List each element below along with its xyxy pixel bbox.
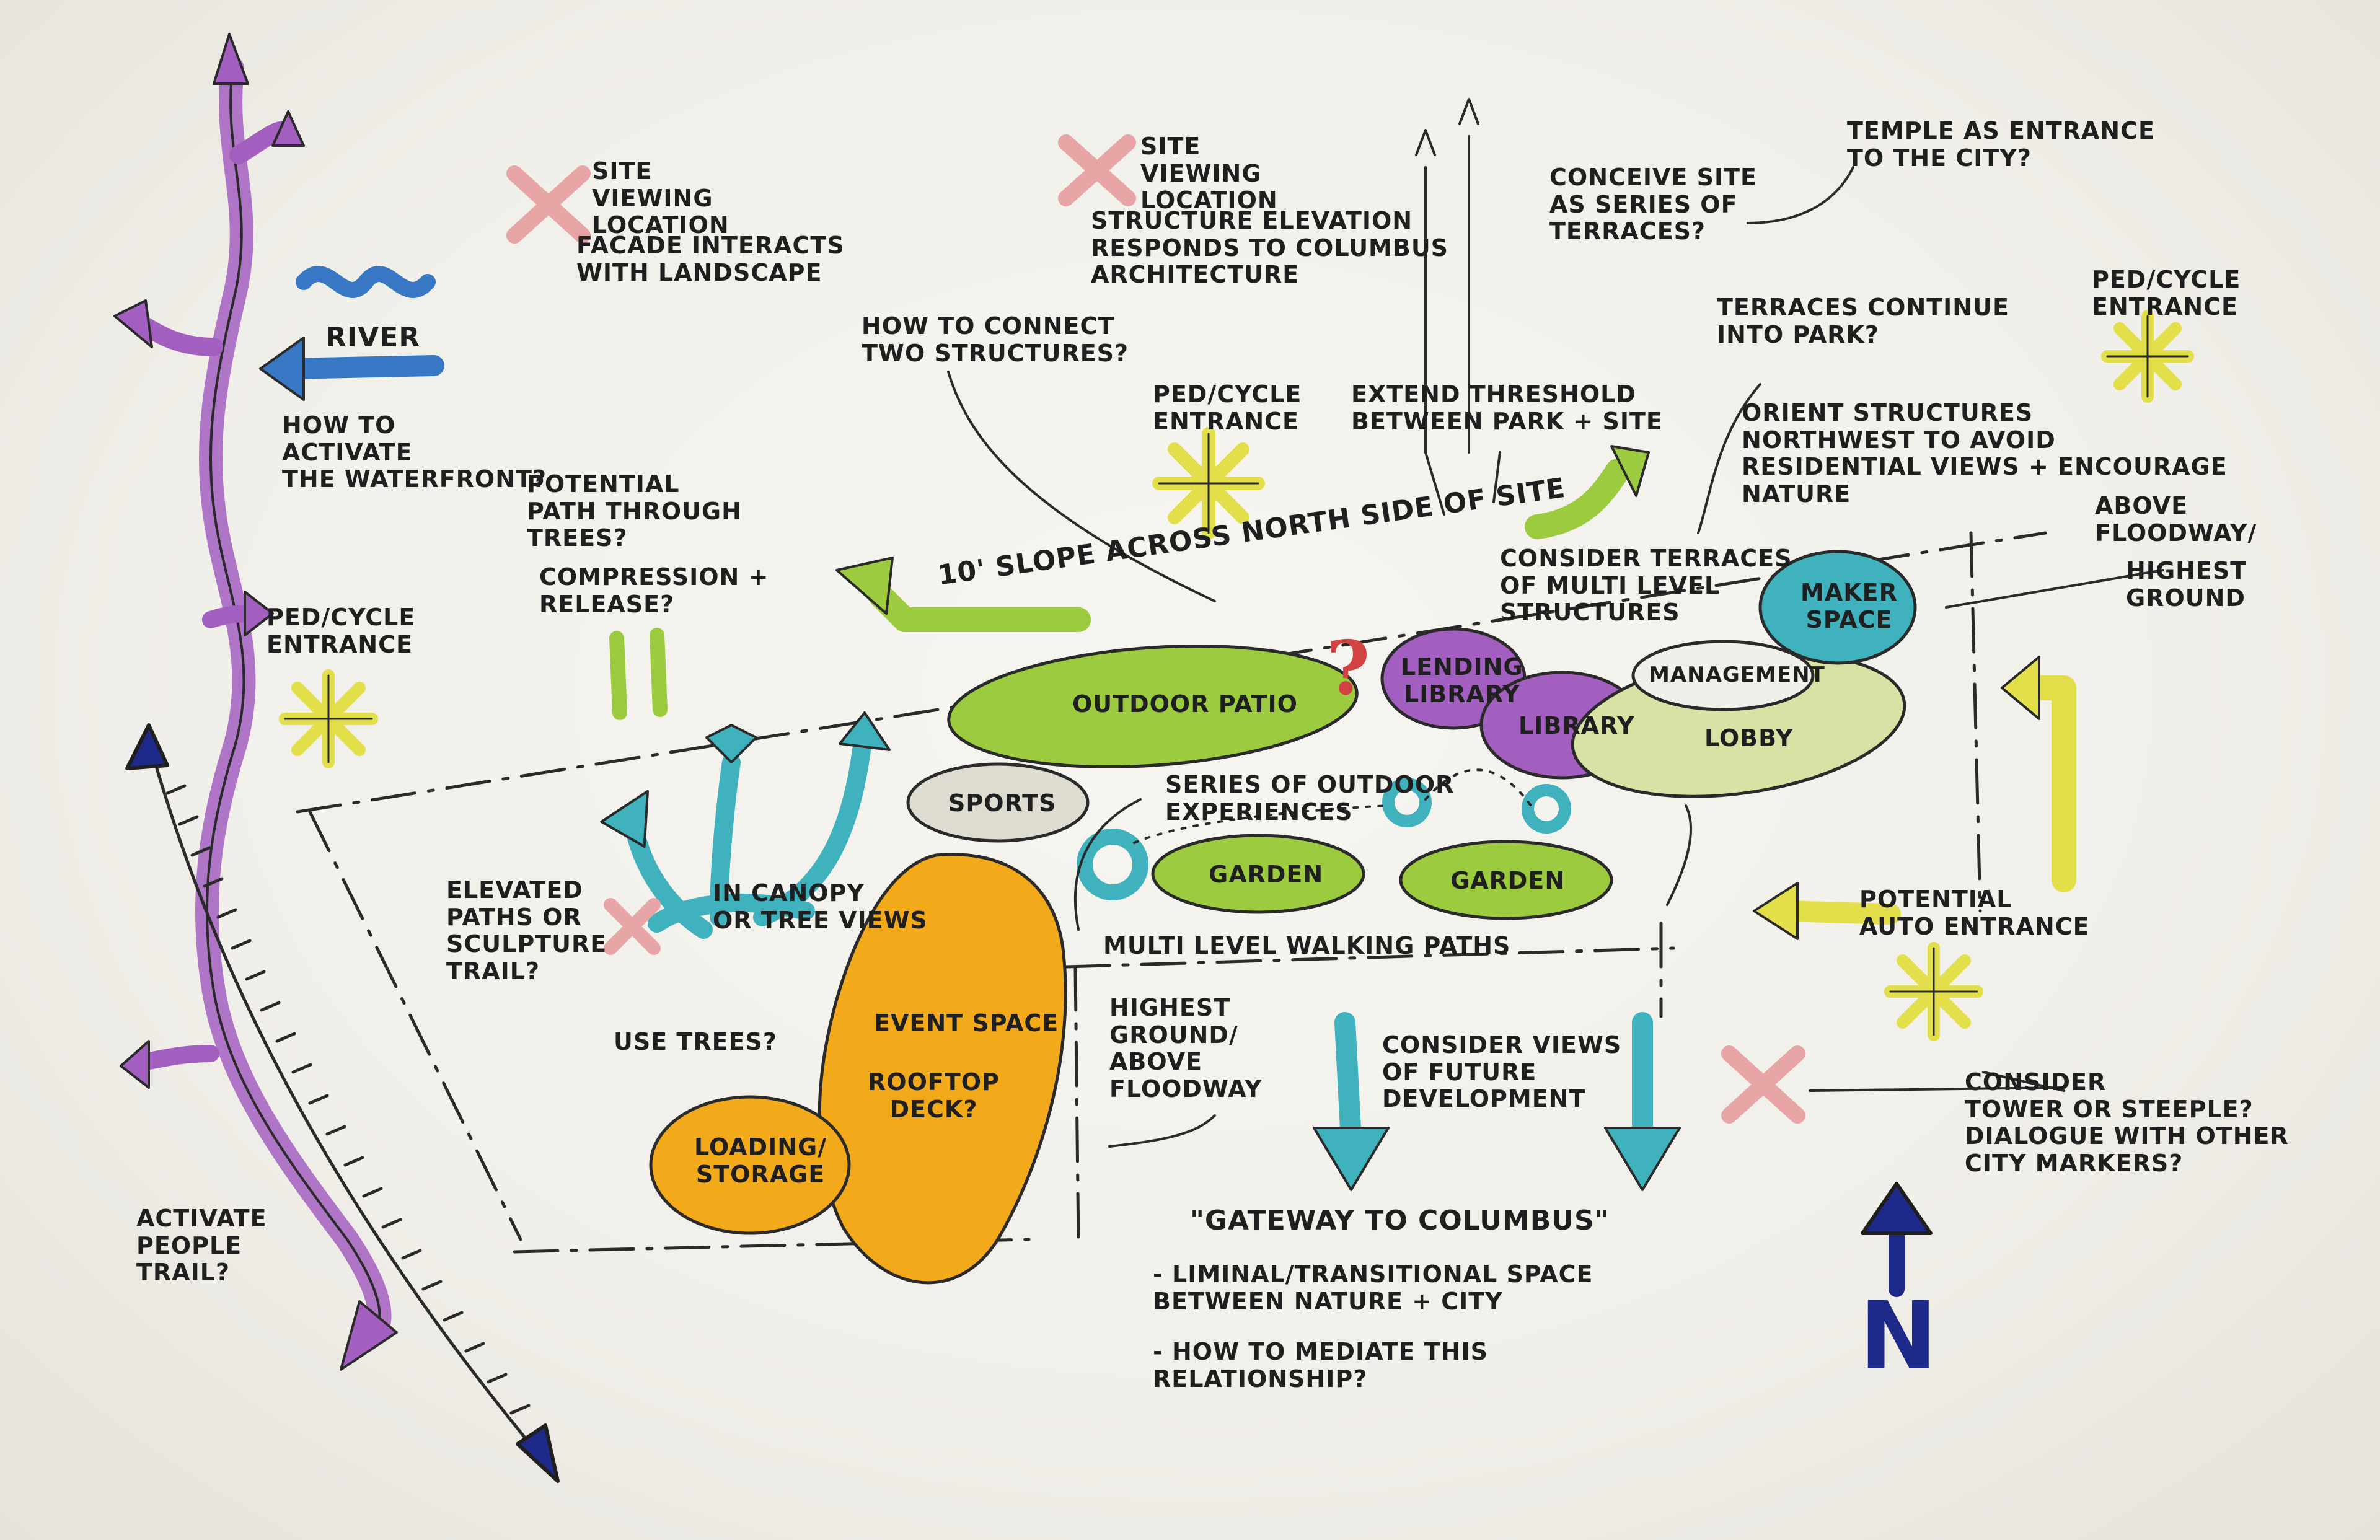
note-orient: Orient Structures Northwest to Avoid Res… [1742, 399, 2228, 508]
ped-star-top [1152, 427, 1265, 540]
zone-event-space [818, 853, 1067, 1285]
green-arrow-northeast [1525, 459, 1630, 539]
zone-maker-space [1758, 550, 1917, 665]
south-boundary [513, 946, 1675, 1254]
note-future-dev: Consider Views of Future Development [1382, 1031, 1622, 1113]
yellow-arrow-auto [1774, 900, 1901, 925]
zone-sports [906, 762, 1090, 843]
note-compression: Compression + Release? [539, 563, 769, 618]
zone-garden-right [1399, 840, 1613, 920]
ped-star-left [279, 669, 378, 768]
zone-loading-storage [649, 1095, 851, 1235]
zone-management-label: Management [1649, 662, 1825, 687]
north-boundary [296, 531, 2047, 814]
note-ped-cycle-top: Ped/Cycle Entrance [1153, 381, 1302, 435]
note-waterfront: How to Activate the Waterfront? [282, 411, 547, 493]
note-elevated-paths: Elevated Paths or Sculpture Trail? [446, 876, 607, 985]
zone-sports-label: Sports [948, 790, 1057, 817]
river-arrow [281, 355, 444, 379]
zone-rooftop-deck-label: Rooftop Deck? [868, 1068, 1000, 1123]
note-temple: Temple as Entrance to the City? [1847, 117, 2155, 172]
rail-arrow-top [125, 723, 169, 770]
view-mark-2 [1058, 134, 1136, 206]
note-site-viewing-1: Site Viewing Location [592, 157, 729, 239]
note-above-floodway-1: Above Floodway/ [2095, 492, 2257, 547]
east-boundary [1659, 531, 1982, 1018]
note-use-trees: Use Trees? [614, 1028, 777, 1055]
view-mark-3 [604, 898, 661, 955]
note-extend-threshold: Extend Threshold Between Park + Site [1351, 381, 1663, 435]
west-boundary [308, 810, 522, 1241]
north-letter: N [1859, 1282, 1938, 1390]
question-mark: ? [1326, 625, 1371, 712]
note-in-canopy: In Canopy or Tree Views [713, 879, 928, 934]
ped-star-right [2101, 310, 2194, 403]
zone-lending-library-label: Lending Library [1401, 653, 1523, 708]
note-conceive: Conceive Site as Series of Terraces? [1549, 164, 1757, 245]
zone-library-label: Library [1518, 712, 1635, 739]
note-how-connect: How to Connect Two Structures? [862, 312, 1129, 367]
note-consider-terraces: Consider Terraces of Multi Level Structu… [1500, 545, 1792, 627]
note-multi-level: Multi Level Walking Paths [1103, 932, 1511, 959]
note-activate-people: Activate People Trail? [136, 1205, 267, 1287]
zone-outdoor-patio [947, 644, 1359, 769]
note-highest-ground-2: Highest Ground/ Above Floodway [1109, 994, 1263, 1103]
zone-event-space-label: Event Space [874, 1010, 1059, 1037]
rail-arrow-bottom [516, 1423, 560, 1483]
zone-management [1631, 640, 1815, 711]
zone-outdoor-patio-label: Outdoor Patio [1072, 690, 1298, 718]
zone-garden-left-label: Garden [1209, 861, 1324, 888]
note-highest-ground-1: Highest Ground [2126, 557, 2247, 612]
auto-star [1884, 942, 1983, 1041]
future-dev-arrow-left [1334, 1012, 1362, 1151]
note-river: River [325, 322, 421, 353]
zone-loading-storage-label: Loading/ Storage [694, 1133, 827, 1188]
note-mediate: - How to Mediate this Relationship? [1153, 1338, 1488, 1393]
note-potential-auto: Potential Auto Entrance [1859, 886, 2090, 940]
note-potential-path: Potential Path Through Trees? [527, 470, 742, 552]
note-site-viewing-2: Site Viewing Location [1140, 133, 1278, 214]
note-structure-elevation: Structure Elevation Responds to Columbus… [1091, 207, 1449, 289]
zone-garden-right-label: Garden [1450, 867, 1566, 894]
yellow-arrow-right [2011, 675, 2076, 892]
zone-maker-space-label: Maker Space [1800, 579, 1898, 633]
zone-garden-left [1151, 834, 1365, 914]
ring-3 [1522, 784, 1571, 834]
note-facade: Facade Interacts with Landscape [576, 232, 845, 286]
zone-lobby-label: Lobby [1704, 724, 1794, 752]
note-tower: Consider Tower or Steeple? Dialogue with… [1965, 1068, 2289, 1177]
note-series-outdoor: Series of Outdoor Experiences [1165, 771, 1455, 825]
river-wave [296, 266, 436, 298]
view-mark-1 [506, 165, 591, 244]
ring-1 [1077, 829, 1148, 900]
view-mark-4 [1721, 1045, 1805, 1124]
trail-arrow-top [213, 33, 249, 85]
green-bars [609, 628, 668, 720]
rail-line [153, 760, 547, 1464]
note-gateway: "Gateway to Columbus" [1190, 1205, 1610, 1236]
green-arrow-northwest [868, 583, 1091, 632]
note-terraces-continue: Terraces Continue into Park? [1717, 294, 2009, 348]
note-ped-cycle-right: Ped/Cycle Entrance [2092, 266, 2241, 320]
note-liminal: - Liminal/Transitional Space Between Nat… [1153, 1261, 1593, 1315]
note-ped-cycle-left: Ped/Cycle Entrance [267, 604, 416, 658]
ring-2 [1382, 778, 1432, 827]
